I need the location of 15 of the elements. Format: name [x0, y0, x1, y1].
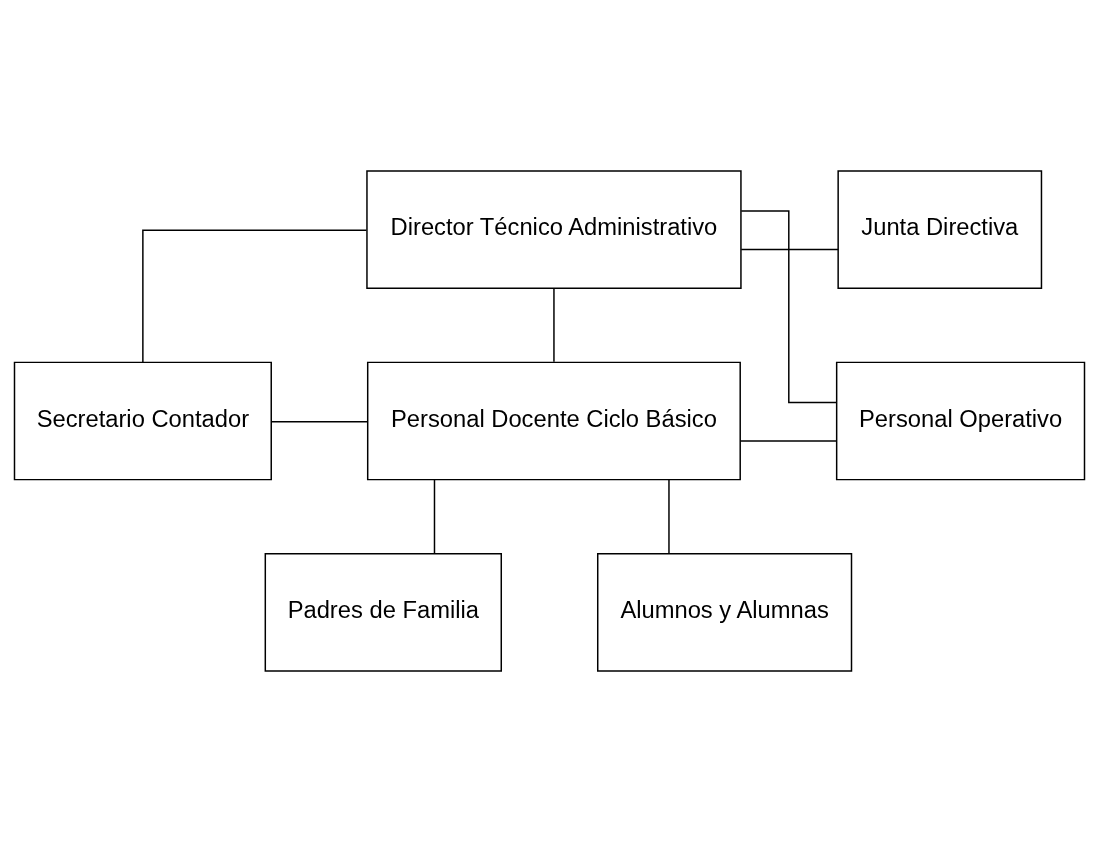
connector	[740, 210, 838, 404]
connector	[270, 421, 369, 423]
node-box: Padres de Familia	[264, 553, 502, 672]
node-box: Secretario Contador	[13, 361, 272, 481]
node-box: Director Técnico Administrativo	[366, 170, 742, 289]
connector	[739, 440, 837, 442]
connector	[553, 287, 555, 363]
connector	[668, 479, 670, 555]
connector	[142, 229, 368, 363]
node-box: Alumnos y Alumnas	[597, 553, 853, 672]
node-box: Personal Operativo	[835, 361, 1086, 481]
connector	[433, 479, 436, 555]
node-box: Junta Directiva	[837, 170, 1043, 289]
connector	[740, 248, 839, 251]
node-box: Personal Docente Ciclo Básico	[366, 361, 741, 481]
